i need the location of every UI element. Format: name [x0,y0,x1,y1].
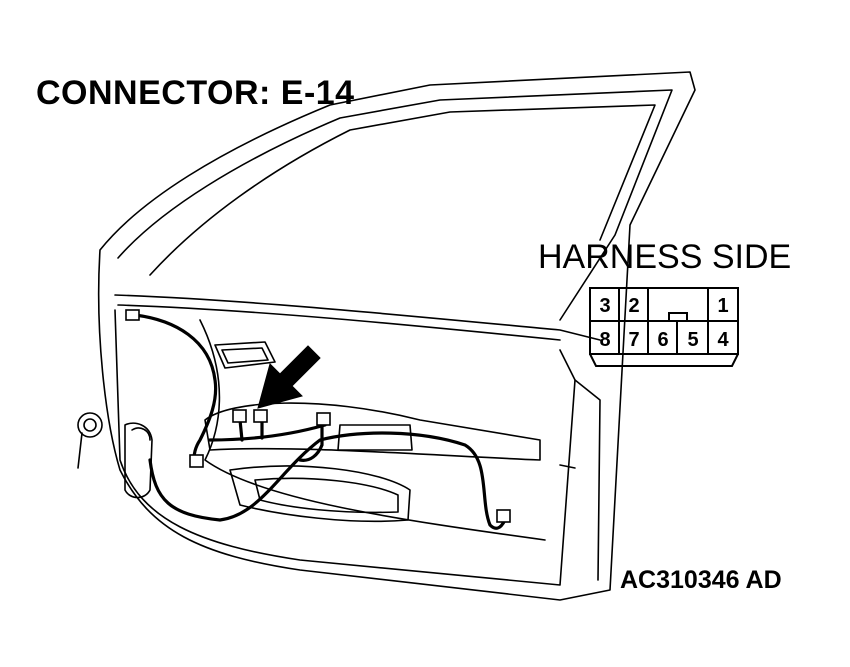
inner-handle [214,341,276,369]
pin-bottom-2: 6 [657,329,668,351]
pin-top-4: 1 [717,295,728,317]
connector-block-4 [189,454,204,468]
connector-block-2 [253,409,268,423]
door-outer-frame [97,71,696,601]
harness-wire [133,313,218,466]
pin-bottom-3: 5 [687,329,698,351]
pin-bottom-0: 8 [599,329,610,351]
pointer-arrow [257,345,321,409]
connector-block-1 [232,409,247,423]
window-frame-inner [117,89,673,321]
window-glass-edge [149,104,656,276]
door-pocket [229,465,411,523]
pin-bottom-4: 4 [717,329,729,351]
harness-side-label: HARNESS SIDE [538,238,792,276]
connector-title: CONNECTOR: E-14 [36,74,355,112]
connector-face [589,287,739,367]
armrest [204,402,541,461]
figure-code: AC310346 AD [620,566,782,594]
connector-block-6 [125,309,140,321]
window-sill [114,294,601,341]
pin-top-1: 2 [628,295,639,317]
connector-block-3 [316,412,331,426]
connector-pin-labels: 3 2 1 8 7 6 5 4 [599,295,729,351]
door-panel [114,309,576,586]
pin-top-0: 3 [599,295,610,317]
pin-bottom-1: 7 [628,329,639,351]
connector-block-5 [496,509,511,523]
hinge-grommet [124,422,153,499]
